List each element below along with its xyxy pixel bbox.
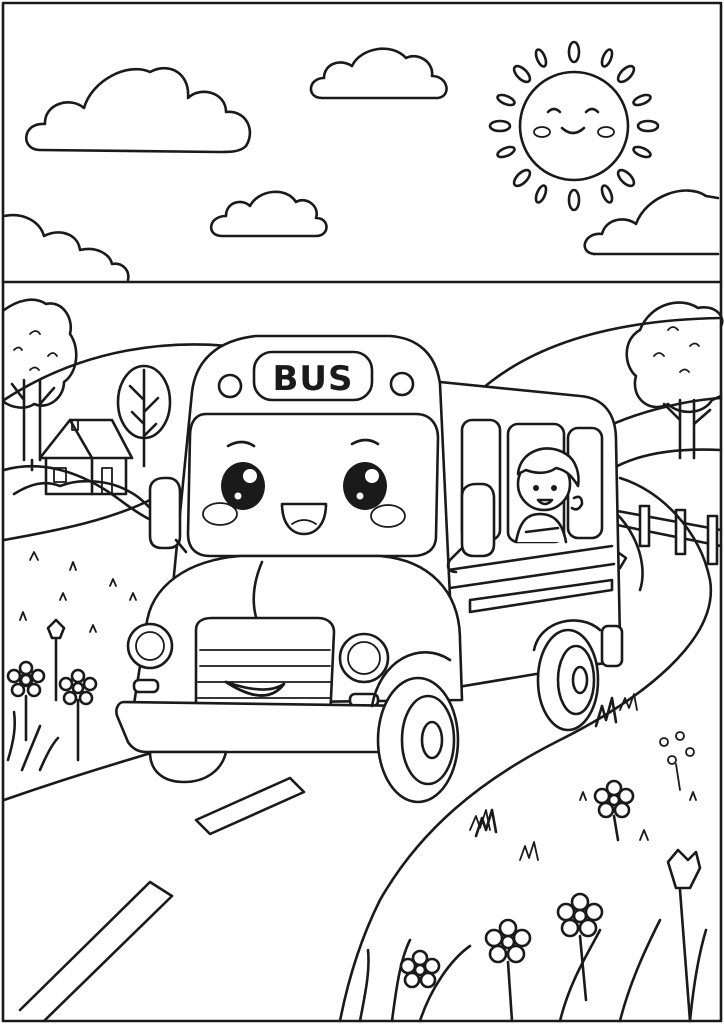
wheel-arch-rear (532, 619, 602, 652)
sun-cheek-right (597, 126, 615, 138)
road-edge-right (338, 476, 713, 1023)
flower-right-1 (593, 779, 635, 842)
hill-mid-right (598, 396, 723, 432)
sky-panel (2, 40, 720, 282)
bus-cheek-right (370, 504, 406, 528)
sun-cheek-left (533, 126, 551, 138)
house (12, 418, 152, 510)
bus-mirror-left (148, 476, 182, 550)
boy-shirt (514, 512, 568, 544)
bus-sign-text: BUS (272, 359, 353, 399)
bus-side-window-3 (566, 426, 604, 540)
headlight-left (126, 622, 174, 670)
bus: BUS (115, 334, 624, 804)
sun-eye-left (546, 107, 562, 114)
sun (488, 40, 660, 212)
cloud-right (583, 189, 720, 256)
bus-grille (194, 616, 336, 722)
boy-hair (516, 447, 580, 488)
bus-eyebrow-left (226, 440, 256, 448)
flower-right-2 (556, 892, 604, 1002)
hill-front-left (2, 498, 152, 542)
marker-light-left (217, 373, 243, 399)
lane-dash-2 (194, 776, 306, 836)
boy-passenger (514, 447, 584, 544)
boy-ear (570, 495, 584, 511)
chimney (71, 419, 79, 431)
bus-cheek-left (202, 502, 238, 526)
bus-eyebrow-right (350, 438, 380, 446)
headlight-right (338, 632, 390, 684)
indicator-left (132, 678, 160, 694)
bus-side-stripe (446, 544, 616, 590)
sun-rays (488, 40, 660, 212)
tulip-right (666, 848, 702, 890)
tree-small (116, 364, 172, 468)
tulip-left (46, 618, 66, 640)
landscape-panel: BUS (2, 298, 724, 1023)
sun-smile (560, 126, 586, 135)
meadow-right (358, 693, 708, 1023)
grass-tuft-mid (474, 808, 498, 838)
lane-dash-3 (18, 880, 174, 1023)
sun-eye-right (584, 107, 600, 114)
bus-bumper (115, 700, 424, 754)
tree-right (608, 301, 724, 472)
bus-windshield (186, 412, 440, 558)
sun-face (518, 70, 630, 182)
cloud-top-middle (309, 47, 448, 100)
wheel-rear (536, 628, 600, 732)
flower-right-4 (399, 949, 441, 989)
bus-mirror-right (460, 482, 496, 558)
wheel-front-left (148, 750, 228, 784)
wheel-arch-front (370, 650, 452, 708)
cloud-middle (209, 190, 328, 238)
flower-right-small (659, 731, 695, 791)
meadow-left (6, 551, 137, 772)
bus-eye-right (343, 462, 387, 510)
cloud-left-edge (2, 213, 130, 282)
bus-sign (252, 350, 374, 402)
flower-left-1 (6, 660, 46, 742)
bus-rear-bumper (600, 624, 624, 668)
tree-left (2, 298, 78, 472)
marker-light-right (389, 371, 415, 397)
grass-tuft-road (594, 696, 618, 728)
bus-tongue (291, 519, 317, 525)
wheel-front-right (376, 676, 460, 804)
bus-side-panel (468, 578, 614, 614)
flower-right-3 (484, 918, 532, 1023)
cloud-top-left (24, 66, 252, 154)
fence (610, 504, 723, 566)
hill-back-right (468, 316, 723, 402)
flower-left-2 (58, 668, 98, 706)
bus-mouth (280, 502, 328, 536)
bus-eye-left (221, 462, 265, 510)
